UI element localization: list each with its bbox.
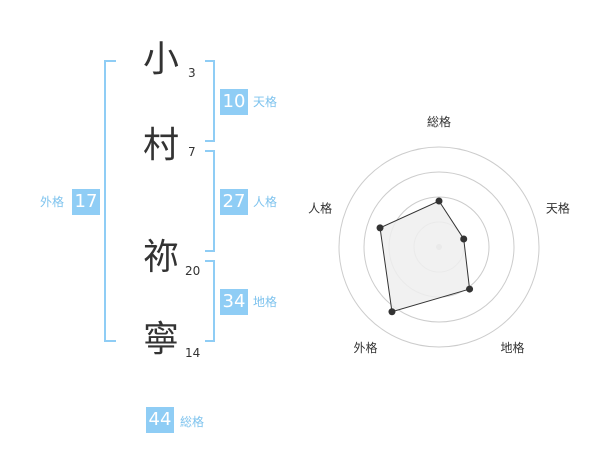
radar-axis-label-4: 外格 [354,340,378,355]
name-char-4: 寧 [143,319,180,360]
name-char-1: 小 [143,39,180,80]
radar-ring-4 [338,146,540,348]
stroke-count-4: 14 [185,346,201,360]
radar-point-5 [376,224,384,232]
radar-point-4 [388,308,396,316]
chikaku-score: 34 [220,289,248,315]
gaikaku-score: 17 [72,189,100,215]
tenkaku-bracket [205,60,215,142]
radar-point-3 [466,285,474,293]
radar-axis-label-2: 天格 [546,200,570,215]
gaikaku-bracket [104,60,116,342]
gaikaku-label: 外格 [40,195,65,209]
tenkaku-score: 10 [220,89,248,115]
radar-polygon [379,200,471,313]
radar-axis-label-3: 地格 [500,340,524,355]
stroke-count-1: 3 [188,66,196,80]
radar-ring-3 [363,171,515,323]
name-char-2: 村 [143,125,180,166]
radar-point-1 [435,197,443,205]
radar-point-2 [460,235,468,243]
radar-axis-label-5: 人格 [308,200,332,215]
jinkaku-bracket [205,150,215,252]
chikaku-label: 地格 [253,295,278,309]
name-char-3: 祢 [143,237,180,278]
soukaku-score: 44 [146,407,174,433]
jinkaku-label: 人格 [253,195,278,209]
jinkaku-score: 27 [220,189,248,215]
radar-axis-label-1: 総格 [427,114,451,129]
soukaku-label: 総格 [180,415,205,429]
tenkaku-label: 天格 [253,95,278,109]
stroke-count-3: 20 [185,264,201,278]
stroke-count-2: 7 [188,145,196,159]
chikaku-bracket [205,260,215,342]
